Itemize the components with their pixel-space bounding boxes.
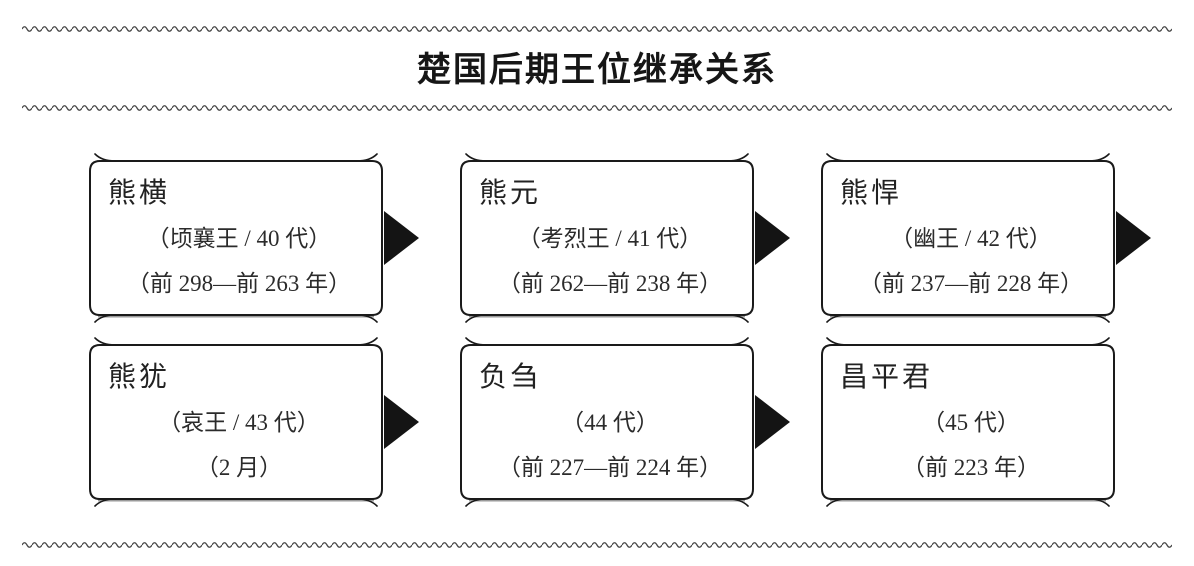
king-name: 熊悍: [840, 178, 903, 209]
decorated-frame: [460, 337, 754, 507]
king-box-content: 熊横 （顷襄王 / 40 代） （前 298—前 263 年）: [88, 159, 384, 317]
king-box-content: 熊犹 （哀王 / 43 代） （2 月）: [88, 343, 384, 501]
wavy-rule-middle: [22, 103, 1172, 113]
wavy-rule-top: [22, 24, 1172, 34]
succession-arrow-icon: [755, 395, 790, 449]
decorated-frame: [89, 153, 383, 323]
king-box-xiong-yuan: 熊元 （考烈王 / 41 代） （前 262—前 238 年）: [459, 153, 790, 323]
king-box-xiong-you: 熊犹 （哀王 / 43 代） （2 月）: [88, 337, 419, 507]
king-dates-line: （2 月）: [195, 455, 283, 480]
king-title-line: （哀王 / 43 代）: [158, 410, 320, 435]
king-box-content: 负刍 （44 代） （前 227—前 224 年）: [459, 343, 755, 501]
king-dates-line: （前 227—前 224 年）: [497, 455, 723, 480]
king-dates-line: （前 223 年）: [902, 455, 1040, 480]
king-title-line: （45 代）: [922, 410, 1020, 435]
king-title-line: （顷襄王 / 40 代）: [146, 226, 332, 251]
decorated-frame: [821, 337, 1115, 507]
succession-arrow-icon: [384, 211, 419, 265]
king-name: 熊犹: [108, 362, 171, 393]
king-title-line: （幽王 / 42 代）: [890, 226, 1052, 251]
diagram-title: 楚国后期王位继承关系: [417, 52, 777, 89]
succession-arrow-icon: [755, 211, 790, 265]
king-title-line: （44 代）: [561, 410, 659, 435]
king-name: 负刍: [479, 362, 542, 393]
king-dates-line: （前 262—前 238 年）: [497, 271, 723, 296]
king-name: 昌平君: [840, 362, 934, 393]
decorated-frame: [821, 153, 1115, 323]
king-box-fu-chu: 负刍 （44 代） （前 227—前 224 年）: [459, 337, 790, 507]
wavy-rule-bottom: [22, 540, 1172, 550]
decorated-frame: [460, 153, 754, 323]
king-dates-line: （前 298—前 263 年）: [126, 271, 352, 296]
king-name: 熊横: [108, 178, 171, 209]
king-box-changping-jun: 昌平君 （45 代） （前 223 年）: [820, 337, 1116, 507]
king-title-line: （考烈王 / 41 代）: [517, 226, 703, 251]
king-box-xiong-heng: 熊横 （顷襄王 / 40 代） （前 298—前 263 年）: [88, 153, 419, 323]
king-name: 熊元: [479, 178, 542, 209]
king-box-xiong-han: 熊悍 （幽王 / 42 代） （前 237—前 228 年）: [820, 153, 1151, 323]
succession-arrow-icon: [384, 395, 419, 449]
king-box-content: 熊元 （考烈王 / 41 代） （前 262—前 238 年）: [459, 159, 755, 317]
king-box-content: 昌平君 （45 代） （前 223 年）: [820, 343, 1116, 501]
king-box-content: 熊悍 （幽王 / 42 代） （前 237—前 228 年）: [820, 159, 1116, 317]
king-dates-line: （前 237—前 228 年）: [858, 271, 1084, 296]
decorated-frame: [89, 337, 383, 507]
succession-arrow-icon: [1116, 211, 1151, 265]
